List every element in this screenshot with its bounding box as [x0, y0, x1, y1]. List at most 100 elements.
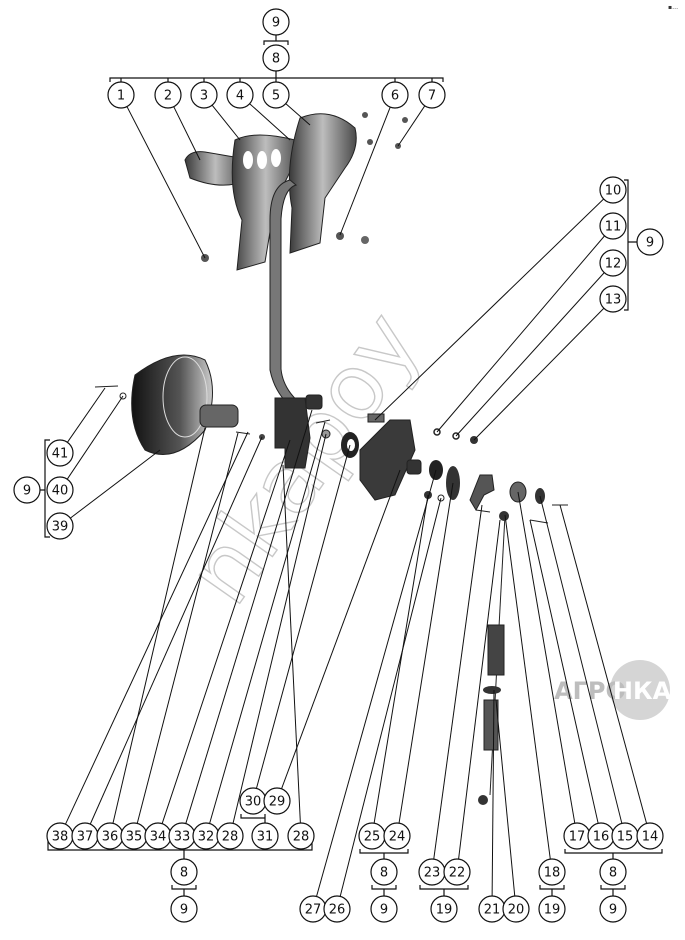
leader-line-13: [473, 307, 605, 441]
callout-17: 17: [563, 822, 591, 850]
bowl-rim: [162, 356, 208, 438]
callout-8: 8: [262, 44, 290, 72]
callout-number: 5: [272, 89, 280, 104]
callout-number: 3: [200, 89, 208, 104]
washer-part: [452, 432, 460, 440]
callout-10: 10: [599, 176, 627, 204]
screw-part: [362, 112, 368, 118]
callout-28: 28: [287, 822, 315, 850]
callout-number: 18: [544, 866, 561, 881]
callout-40: 40: [46, 476, 74, 504]
nut-part: [361, 236, 369, 244]
callout-circle: [262, 81, 290, 109]
callout-number: 26: [329, 903, 346, 918]
leader-line-28: [232, 433, 327, 824]
callout-number: 23: [424, 866, 441, 881]
callout-number: 17: [569, 830, 586, 845]
callout-4: 4: [226, 81, 254, 109]
callout-30: 30: [239, 787, 267, 815]
callout-number: 9: [380, 903, 388, 918]
callout-19: 19: [538, 895, 566, 923]
callout-number: 1: [117, 89, 125, 104]
callout-9: 9: [636, 228, 664, 256]
callout-circle: [226, 81, 254, 109]
callout-6: 6: [381, 81, 409, 109]
callout-circle: [383, 822, 411, 850]
leader-line-39: [70, 449, 161, 519]
callout-circle: [430, 895, 458, 923]
callout-circle: [154, 81, 182, 109]
callout-circle: [538, 895, 566, 923]
nut-part: [336, 232, 344, 240]
callout-number: 11: [605, 220, 622, 235]
callout-number: 21: [484, 903, 501, 918]
leader-line-30: [255, 444, 351, 789]
callout-5: 5: [262, 81, 290, 109]
callout-number: 9: [646, 236, 654, 251]
callout-number: 7: [428, 89, 436, 104]
callout-number: 35: [126, 830, 143, 845]
callout-number: 19: [436, 903, 453, 918]
callout-32: 32: [192, 822, 220, 850]
grip-holes-icon: [243, 149, 281, 169]
leader-line-5: [285, 103, 311, 126]
pin-part: [529, 519, 549, 524]
callout-number: 16: [593, 830, 610, 845]
callout-circle: [262, 8, 290, 36]
leader-line-18: [504, 514, 551, 860]
leader-line-38: [65, 431, 249, 825]
callout-22: 22: [443, 858, 471, 886]
callout-8: 8: [170, 858, 198, 886]
leader-line-15: [539, 495, 623, 824]
callout-number: 24: [389, 830, 406, 845]
plate-part: [359, 419, 416, 501]
leader-line-22: [458, 519, 501, 860]
callout-34: 34: [144, 822, 172, 850]
pin-part: [315, 419, 331, 424]
agronka-logo: АГРО НКА: [554, 660, 672, 720]
callout-circle: [13, 476, 41, 504]
callout-number: 32: [198, 830, 215, 845]
callout-circle: [262, 44, 290, 72]
callout-circle: [370, 895, 398, 923]
callout-circle: [251, 822, 279, 850]
callout-12: 12: [599, 249, 627, 277]
callout-number: 15: [617, 830, 634, 845]
callout-number: 14: [642, 830, 659, 845]
adjuster-part: [483, 699, 499, 751]
callout-11: 11: [599, 212, 627, 240]
rod-end-part: [478, 795, 488, 805]
callout-circle: [636, 822, 664, 850]
callout-39: 39: [46, 512, 74, 540]
shaft-part: [199, 404, 239, 428]
callout-number: 34: [150, 830, 167, 845]
bolt-part: [367, 413, 385, 423]
callout-number: 38: [52, 830, 69, 845]
leader-line-35: [136, 432, 239, 824]
leader-line-21: [491, 689, 495, 897]
callout-circle: [599, 176, 627, 204]
callout-circle: [323, 895, 351, 923]
callout-8: 8: [599, 858, 627, 886]
callout-number: 36: [102, 830, 119, 845]
callout-31: 31: [251, 822, 279, 850]
callout-19: 19: [430, 895, 458, 923]
leader-line-27: [316, 469, 437, 897]
callout-number: 8: [609, 866, 617, 881]
callout-33: 33: [168, 822, 196, 850]
callout-number: 12: [605, 257, 622, 272]
leader-line-40: [66, 395, 124, 480]
callout-number: 6: [391, 89, 399, 104]
callout-35: 35: [120, 822, 148, 850]
leader-lines: [65, 103, 648, 897]
callout-25: 25: [358, 822, 386, 850]
callout-20: 20: [502, 895, 530, 923]
callout-8: 8: [370, 858, 398, 886]
callout-circle: [107, 81, 135, 109]
screw-part: [402, 117, 408, 123]
leader-line-1: [126, 106, 206, 259]
callout-38: 38: [46, 822, 74, 850]
callout-number: 25: [364, 830, 381, 845]
